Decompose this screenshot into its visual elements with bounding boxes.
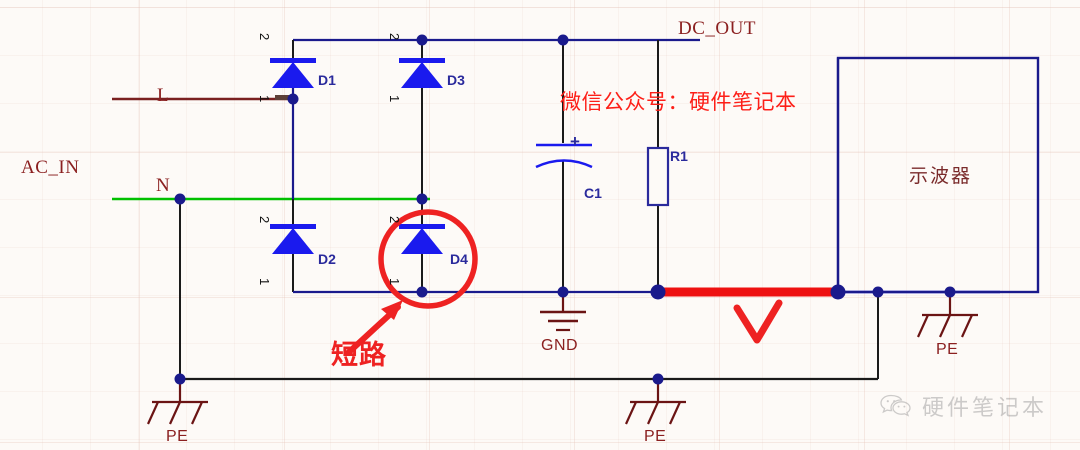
- diode-D1-symbol: [270, 58, 316, 88]
- short-circuit-arrow: [345, 300, 403, 356]
- junction-dot-d4-return: [416, 286, 428, 298]
- pe-symbol-right: [916, 292, 978, 338]
- pe-symbol-middle: [624, 379, 686, 425]
- junction-dot-scope-chassis: [872, 286, 884, 298]
- checkmark-annotation: [733, 299, 783, 344]
- junction-dot-pe-middle: [652, 373, 664, 385]
- diode-D3-symbol: [399, 58, 445, 88]
- junction-dot-pe-left: [174, 373, 186, 385]
- junction-dot-n-pe: [174, 193, 186, 205]
- junction-dot-short-end: [830, 284, 846, 300]
- junction-dot-short-start: [650, 284, 666, 300]
- junction-dot-n-d3-d4: [416, 193, 428, 205]
- capacitor-C1-symbol: [535, 143, 593, 169]
- junction-dot-c1-rail: [557, 34, 569, 46]
- junction-dot-d3-rail: [416, 34, 428, 46]
- junction-dot-l-d1: [287, 93, 299, 105]
- gnd-symbol: [540, 292, 586, 332]
- resistor-R1-symbol: [646, 146, 670, 207]
- diode-D4-symbol: [399, 224, 445, 254]
- diode-D2-symbol: [270, 224, 316, 254]
- junction-dot-pe-right: [944, 286, 956, 298]
- wire-line-L: [112, 95, 296, 101]
- junction-dot-gnd: [557, 286, 569, 298]
- oscilloscope-box: [836, 56, 1040, 294]
- short-circuit-highlight-circle: [378, 209, 478, 309]
- pe-symbol-left: [146, 379, 208, 425]
